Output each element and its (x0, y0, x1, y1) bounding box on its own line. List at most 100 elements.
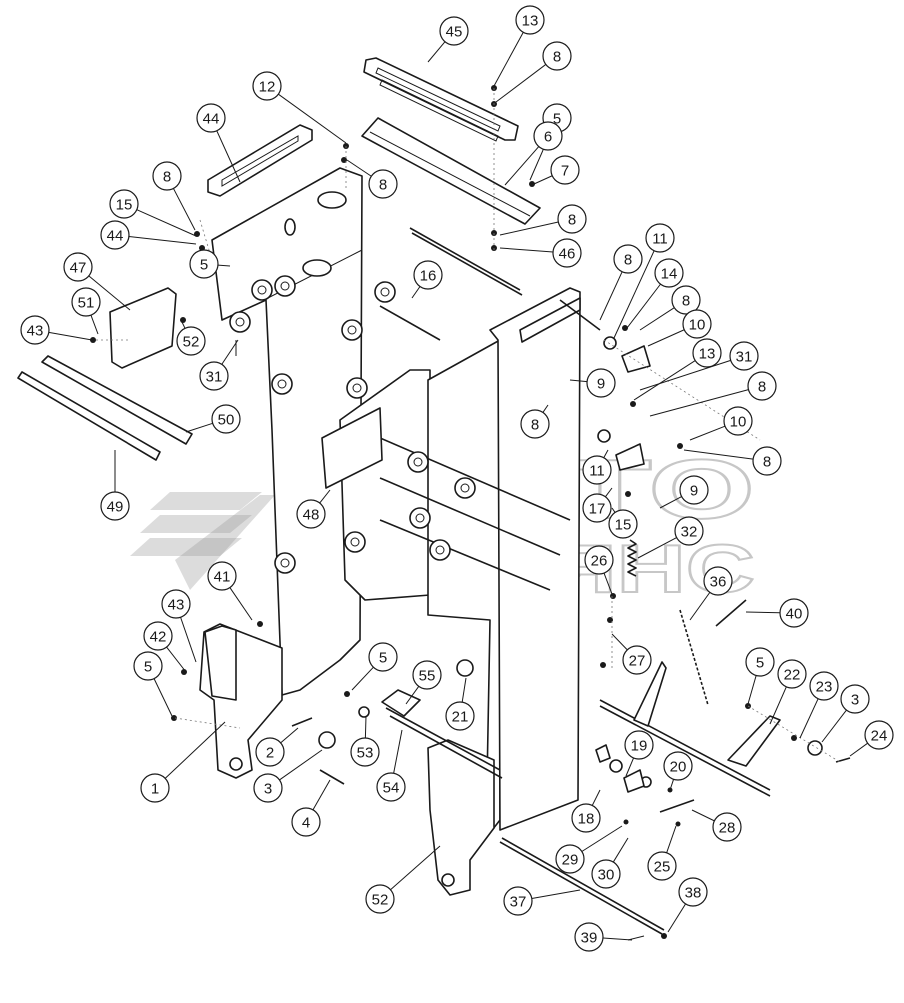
part-37-rod (499, 837, 665, 935)
callout-circle (350, 737, 380, 767)
callout-circle (582, 455, 612, 485)
part-47-cover-plate (109, 287, 177, 369)
callout-number: 13 (522, 13, 539, 30)
callout-28: 28 (712, 812, 742, 842)
callout-leader-21 (461, 677, 467, 703)
callout-leader-50 (185, 422, 213, 433)
callout-number: 30 (598, 867, 615, 884)
callout-leader-23 (799, 698, 819, 739)
callout-8: 8 (613, 244, 643, 274)
callout-leader-32 (637, 537, 677, 559)
callout-circle (140, 773, 170, 803)
callout-leader-8 (542, 404, 549, 413)
callout-leader-24 (849, 742, 868, 757)
callout-number: 44 (203, 111, 220, 128)
callout-number: 49 (107, 499, 124, 516)
callout-number: 1 (151, 781, 159, 798)
callout-circle (71, 287, 101, 317)
callout-number: 32 (681, 524, 698, 541)
callout-leader-30 (612, 837, 629, 863)
callout-number: 42 (150, 629, 167, 646)
callout-48: 48 (296, 499, 326, 529)
callout-leader-13 (493, 32, 524, 87)
callout-number: 31 (736, 349, 753, 366)
part-54-55-shaft (381, 689, 503, 779)
callout-16: 16 (413, 260, 443, 290)
callout-number: 50 (218, 412, 235, 429)
callout-circle (645, 223, 675, 253)
callout-circle (520, 409, 550, 439)
callout-47: 47 (63, 252, 93, 282)
part-cross-shafts (379, 299, 601, 591)
callout-circle (571, 803, 601, 833)
callout-38: 38 (678, 877, 708, 907)
callout-10: 10 (723, 406, 753, 436)
callout-52: 52 (365, 884, 395, 914)
callout-52: 52 (176, 326, 206, 356)
callout-circle (253, 773, 283, 803)
callout-circle (252, 71, 282, 101)
callout-3: 3 (253, 773, 283, 803)
callout-leader-47 (88, 275, 131, 311)
callout-circle (439, 16, 469, 46)
callout-leader-19 (625, 757, 635, 777)
callout-number: 6 (544, 129, 552, 146)
callout-number: 19 (631, 738, 648, 755)
callout-number: 40 (786, 606, 803, 623)
callout-45: 45 (439, 16, 469, 46)
callout-number: 47 (70, 260, 87, 277)
callout-number: 8 (682, 293, 690, 310)
callout-11: 11 (645, 223, 675, 253)
callout-number: 15 (615, 517, 632, 534)
callout-15: 15 (109, 189, 139, 219)
callout-number: 8 (531, 417, 539, 434)
callout-36: 36 (703, 566, 733, 596)
callout-number: 31 (206, 369, 223, 386)
callout-number: 5 (379, 650, 387, 667)
callout-number: 52 (183, 334, 200, 351)
callout-number: 41 (214, 569, 231, 586)
callout-50: 50 (211, 404, 241, 434)
callout-20: 20 (663, 751, 693, 781)
callout-46: 46 (552, 238, 582, 268)
callout-circle (199, 361, 229, 391)
callout-8: 8 (747, 371, 777, 401)
callout-leader-26 (603, 572, 613, 595)
callout-number: 46 (559, 246, 576, 263)
callout-circle (63, 252, 93, 282)
callout-leader-37 (531, 889, 581, 900)
callout-leader-8 (173, 188, 196, 231)
callout-42: 42 (143, 621, 173, 651)
callout-15: 15 (608, 509, 638, 539)
callout-number: 5 (756, 655, 764, 672)
callout-30: 30 (591, 859, 621, 889)
callout-circle (624, 730, 654, 760)
callout-circle (291, 807, 321, 837)
callout-8: 8 (520, 409, 550, 439)
callout-6: 6 (533, 121, 563, 151)
callout-10: 10 (682, 309, 712, 339)
callout-number: 15 (116, 197, 133, 214)
callout-circle (365, 884, 395, 914)
callout-leader-16 (411, 286, 421, 299)
callout-number: 52 (372, 892, 389, 909)
callout-4: 4 (291, 807, 321, 837)
callout-number: 39 (581, 930, 598, 947)
callout-leader-43 (180, 617, 197, 663)
callout-circle (613, 244, 643, 274)
callout-circle (515, 5, 545, 35)
callout-leader-39 (602, 937, 633, 941)
callout-44: 44 (100, 220, 130, 250)
callout-leader-41 (229, 587, 253, 621)
callout-number: 29 (562, 852, 579, 869)
callout-number: 11 (589, 463, 605, 480)
callout-circle (207, 561, 237, 591)
callout-circle (745, 647, 775, 677)
callout-circle (584, 545, 614, 575)
callout-circle (608, 509, 638, 539)
callout-21: 21 (445, 701, 475, 731)
callout-leader-14 (626, 283, 661, 329)
callout-leader-27 (611, 633, 628, 651)
part-36-chain (679, 609, 709, 706)
callout-circle (368, 642, 398, 672)
